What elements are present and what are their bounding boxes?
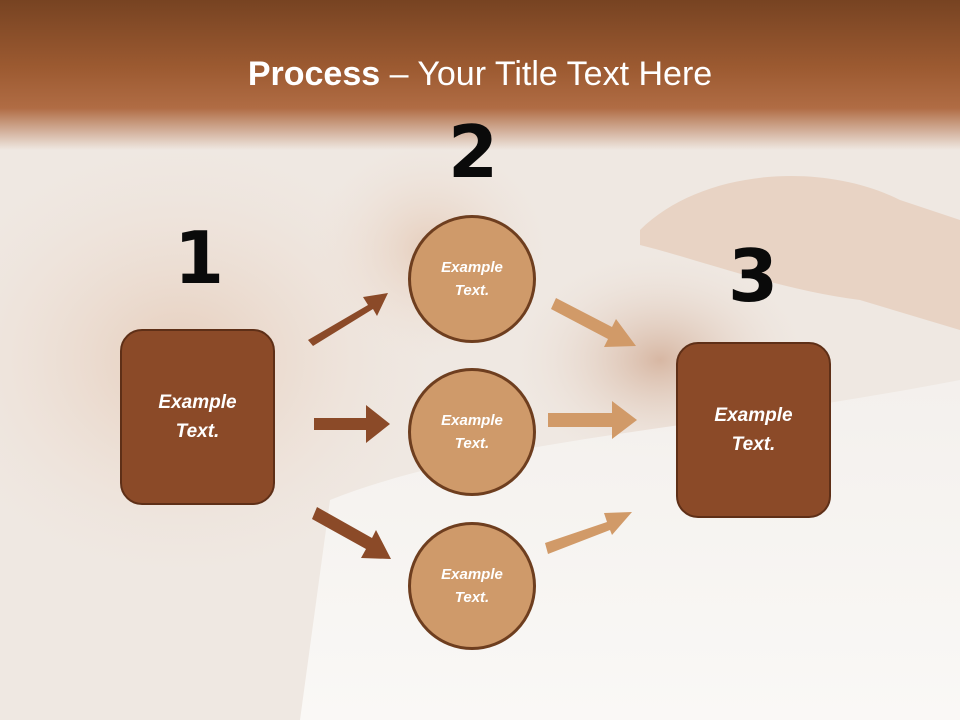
right-box: Example Text. (676, 342, 831, 518)
arrow-top-to-right (551, 298, 636, 347)
circle-top: Example Text. (408, 215, 536, 343)
step-number-1: 1 (173, 216, 225, 300)
title-dash: – (380, 55, 418, 93)
left-box-label: Example Text. (158, 392, 237, 442)
circle-middle-label: Example Text. (441, 412, 503, 452)
arrow-bottom-to-right (545, 512, 632, 554)
arrow-left-to-middle (314, 405, 390, 443)
step-number-2: 2 (447, 110, 499, 194)
circle-bottom-label: Example Text. (441, 566, 503, 606)
title-bold: Process (247, 55, 381, 93)
circle-top-label: Example Text. (441, 259, 503, 299)
slide-title: Process – Your Title Text Here (0, 52, 960, 96)
arrow-left-to-top (308, 293, 388, 346)
left-box: Example Text. (120, 329, 275, 505)
arrow-left-to-bottom (312, 507, 391, 559)
arrow-middle-to-right (548, 401, 637, 439)
circle-middle: Example Text. (408, 368, 536, 496)
title-rest: Your Title Text Here (417, 55, 713, 93)
right-box-label: Example Text. (714, 405, 793, 455)
step-number-3: 3 (727, 234, 779, 318)
header-band (0, 0, 960, 150)
circle-bottom: Example Text. (408, 522, 536, 650)
